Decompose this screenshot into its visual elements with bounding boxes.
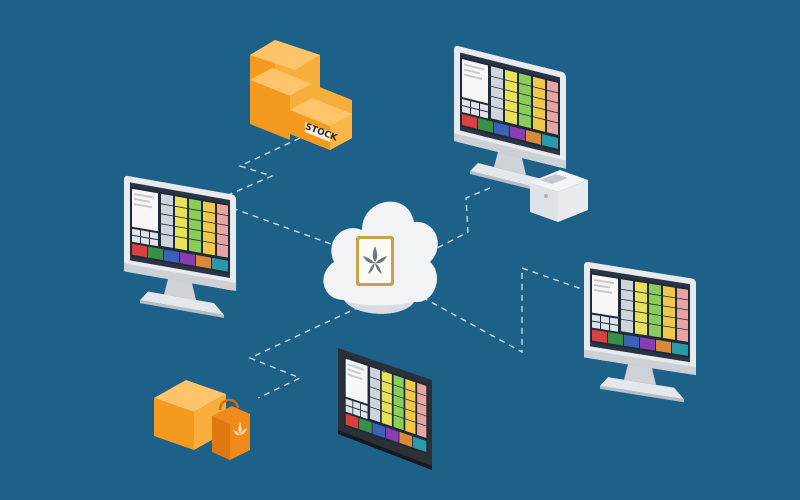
connector-top-right-monitor: [417, 187, 491, 259]
receipt-printer: [530, 170, 588, 222]
network-connectors: [197, 137, 591, 399]
cloud: [323, 201, 438, 314]
connector-right-monitor: [419, 267, 591, 354]
pos-monitor-right: [584, 261, 696, 404]
stock-boxes: STOCK: [250, 40, 352, 150]
connector-left-monitor: [231, 207, 343, 249]
pos-monitor-left: [124, 175, 236, 320]
flower-icon: [233, 422, 247, 436]
connector-tablet: [248, 301, 371, 399]
flower-icon: [356, 236, 394, 286]
connector-stock: [197, 137, 301, 209]
shopping-bag: [212, 398, 250, 460]
pos-tablet: [338, 348, 432, 470]
